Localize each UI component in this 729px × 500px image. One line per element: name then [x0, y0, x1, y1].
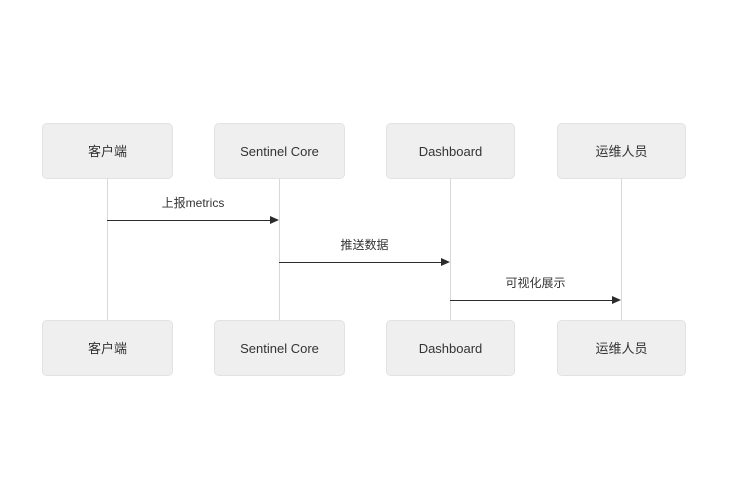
participant-label-sentinel-core-bottom: Sentinel Core	[240, 340, 319, 356]
lifeline-dashboard	[450, 179, 451, 320]
lifeline-sentinel-core	[279, 179, 280, 320]
participant-label-client-bottom: 客户端	[87, 340, 127, 356]
participant-box-sentinel-core-top[interactable]: Sentinel Core	[214, 123, 345, 179]
message-line-push-data	[279, 262, 442, 263]
message-arrowhead-visualize-display	[612, 296, 621, 304]
lifeline-client	[107, 179, 108, 320]
lifeline-ops-staff	[621, 179, 622, 320]
participant-box-client-top[interactable]: 客户端	[42, 123, 173, 179]
participant-box-dashboard-top[interactable]: Dashboard	[386, 123, 515, 179]
message-arrowhead-push-data	[441, 258, 450, 266]
participant-box-dashboard-bottom[interactable]: Dashboard	[386, 320, 515, 376]
participant-label-client-top: 客户端	[87, 143, 127, 159]
message-line-report-metrics	[107, 220, 271, 221]
message-label-push-data: 推送数据	[340, 238, 389, 252]
participant-box-ops-staff-bottom[interactable]: 运维人员	[557, 320, 686, 376]
participant-label-dashboard-bottom: Dashboard	[418, 340, 483, 356]
message-line-visualize-display	[450, 300, 613, 301]
participant-box-sentinel-core-bottom[interactable]: Sentinel Core	[214, 320, 345, 376]
participant-label-sentinel-core-top: Sentinel Core	[240, 143, 319, 159]
message-label-report-metrics: 上报metrics	[161, 196, 225, 210]
participant-box-client-bottom[interactable]: 客户端	[42, 320, 173, 376]
participant-label-ops-staff-top: 运维人员	[595, 143, 648, 159]
participant-label-dashboard-top: Dashboard	[418, 143, 483, 159]
message-label-visualize-display: 可视化展示	[505, 276, 566, 290]
participant-label-ops-staff-bottom: 运维人员	[595, 340, 648, 356]
message-arrowhead-report-metrics	[270, 216, 279, 224]
participant-box-ops-staff-top[interactable]: 运维人员	[557, 123, 686, 179]
